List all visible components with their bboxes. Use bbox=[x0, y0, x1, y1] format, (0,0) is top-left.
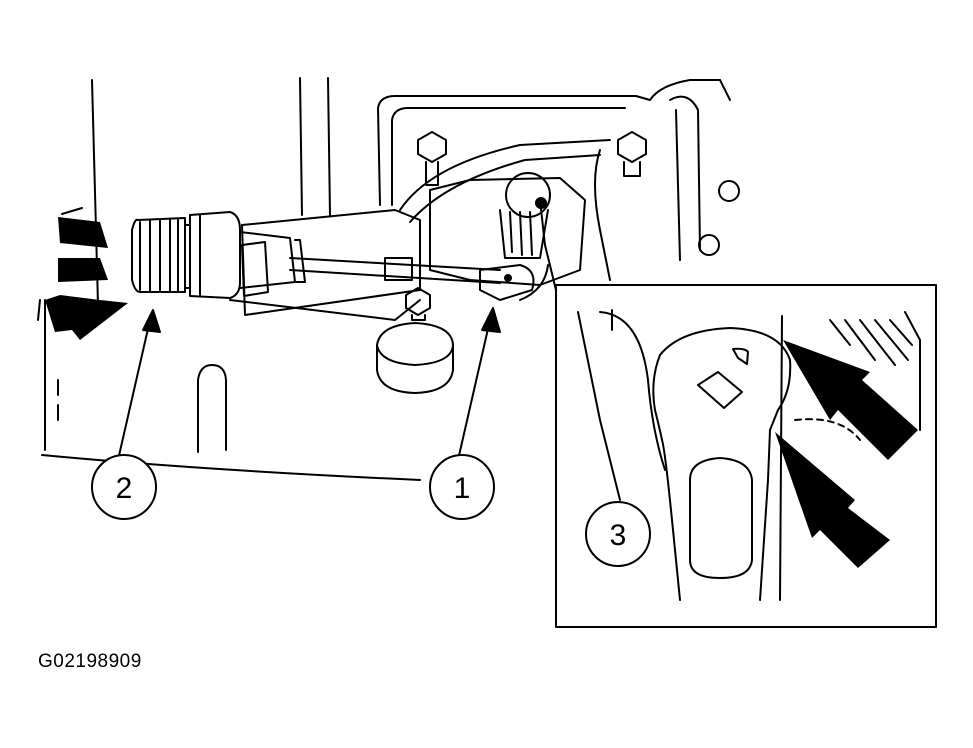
detail-inset bbox=[539, 199, 937, 628]
mount-hole bbox=[698, 234, 720, 256]
callout-3-label: 3 bbox=[610, 519, 627, 552]
disconnect-arrows bbox=[37, 207, 128, 340]
cable-connector bbox=[131, 211, 306, 299]
inset-arrows bbox=[775, 340, 918, 568]
cable-bracket-bolt bbox=[405, 287, 431, 321]
shift-lever bbox=[429, 172, 586, 301]
shift-cable bbox=[229, 209, 501, 321]
bolt-left bbox=[417, 131, 447, 186]
transmission-case bbox=[377, 79, 740, 331]
callout-1-label: 1 bbox=[454, 472, 471, 505]
mount-hole bbox=[718, 180, 740, 202]
bolt-right bbox=[617, 131, 647, 177]
figure-id: G02198909 bbox=[38, 651, 142, 672]
callout-2-label: 2 bbox=[116, 472, 133, 505]
round-plug bbox=[376, 322, 454, 394]
callout-1 bbox=[429, 454, 495, 520]
callout-2 bbox=[91, 454, 157, 520]
callout-3 bbox=[585, 501, 651, 567]
